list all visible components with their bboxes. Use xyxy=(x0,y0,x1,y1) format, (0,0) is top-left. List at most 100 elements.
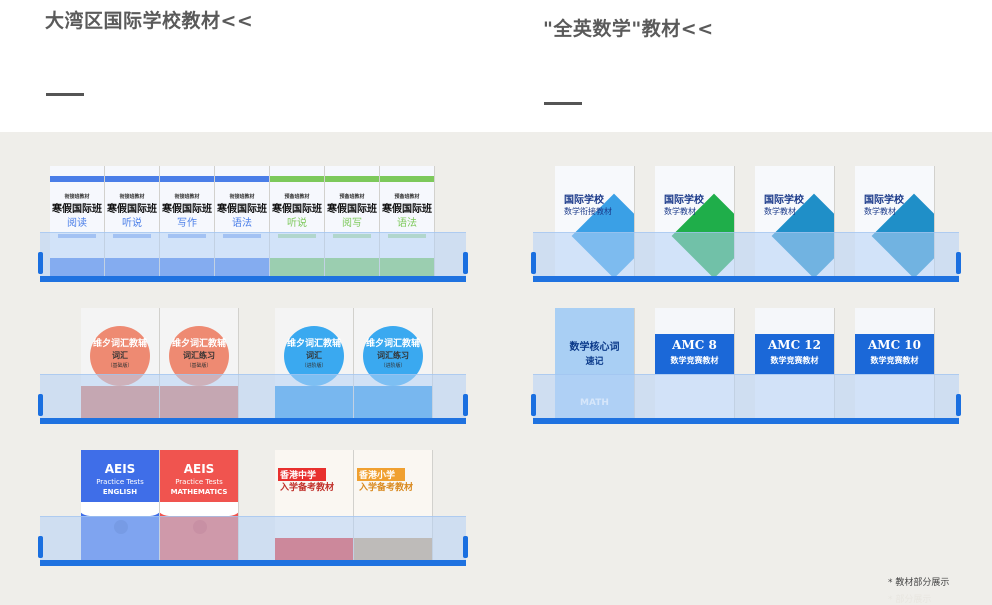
cover-title: 国际学校 xyxy=(864,195,904,206)
cover-title: AEIS xyxy=(183,462,215,476)
cover-edition: （基础版） xyxy=(186,363,212,369)
cover-subtitle: 语法 xyxy=(232,218,252,229)
cover-subtitle: 词汇 xyxy=(112,351,128,360)
cover-subtitle: 数学衔接教材 xyxy=(564,207,612,216)
cover-title: 寒假国际班 xyxy=(272,204,322,215)
cover-edition: （进阶版） xyxy=(380,363,406,369)
cover-subtitle: Practice Tests xyxy=(175,478,223,486)
cover-subtitle: 数学竞赛教材 xyxy=(670,356,719,365)
cover-small-text: 衔接班教材 xyxy=(174,194,200,200)
shelf-base xyxy=(533,418,959,424)
cover-stripe xyxy=(380,176,434,182)
cover-title: 香港中学 xyxy=(278,468,326,481)
cover-subtitle: Practice Tests xyxy=(96,478,144,486)
cover-title: 寒假国际班 xyxy=(52,204,102,215)
cover-title: 维夕词汇教辅 xyxy=(365,339,420,349)
cover-title: 寒假国际班 xyxy=(107,204,157,215)
shelf-clip xyxy=(956,394,961,416)
shelf-base xyxy=(533,276,959,282)
shelf-clip xyxy=(38,394,43,416)
cover-subject: MATHEMATICS xyxy=(170,488,228,496)
shelf-glass xyxy=(40,516,466,560)
cover-subtitle: 数学竞赛教材 xyxy=(770,356,819,365)
shelf-glass xyxy=(40,374,466,418)
cover-subtitle: 数学教材 xyxy=(864,207,896,216)
footnote: * 教材部分展示 xyxy=(888,578,950,588)
cover-stripe xyxy=(160,176,214,182)
right-title-underline xyxy=(544,102,582,105)
cover-subtitle: 语法 xyxy=(397,218,417,229)
shelf-clip xyxy=(531,394,536,416)
cover-subtitle: 入学备考教材 xyxy=(280,483,335,493)
cover-title: 寒假国际班 xyxy=(162,204,212,215)
cover-stripe xyxy=(270,176,324,182)
cover-blue-band xyxy=(755,334,834,374)
cover-title: AEIS xyxy=(104,462,136,476)
shelf-clip xyxy=(463,536,468,558)
cover-blue-band xyxy=(655,334,734,374)
shelf-clip xyxy=(38,252,43,274)
cover-title: 国际学校 xyxy=(764,195,804,206)
cover-title: 维夕词汇教辅 xyxy=(286,339,341,349)
cover-stripe xyxy=(325,176,379,182)
cover-title: 维夕词汇教辅 xyxy=(92,339,147,349)
footnote-faint: * 部分展示 xyxy=(888,595,932,605)
shelf-glass xyxy=(40,232,466,276)
shelf-base xyxy=(40,276,466,282)
cover-subtitle: 听说 xyxy=(287,218,307,229)
left-title-underline xyxy=(46,93,84,96)
shelf-glass xyxy=(533,232,959,276)
cover-title: AMC 8 xyxy=(672,338,717,352)
cover-subtitle: 数学竞赛教材 xyxy=(870,356,919,365)
cover-blue-band xyxy=(855,334,934,374)
cover-stripe xyxy=(105,176,159,182)
shelf-clip xyxy=(463,252,468,274)
left-section-title: 大湾区国际学校教材<< xyxy=(45,10,254,32)
cover-subtitle: 听说 xyxy=(122,218,142,229)
cover-small-text: 衔接班教材 xyxy=(64,194,90,200)
cover-small-text: 衔接班教材 xyxy=(229,194,255,200)
cover-cloud xyxy=(81,502,159,516)
cover-title: 香港小学 xyxy=(357,468,405,481)
cover-subtitle: 速记 xyxy=(585,357,604,367)
shelf-clip xyxy=(38,536,43,558)
cover-title: 维夕词汇教辅 xyxy=(171,339,226,349)
cover-subtitle: 词汇练习 xyxy=(377,351,409,360)
cover-cloud xyxy=(160,502,238,516)
shelf-clip xyxy=(463,394,468,416)
cover-subtitle: 词汇 xyxy=(306,351,322,360)
cover-subtitle: 入学备考教材 xyxy=(359,483,414,493)
shelf-glass xyxy=(533,374,959,418)
cover-title: 国际学校 xyxy=(664,195,704,206)
cover-subject: ENGLISH xyxy=(102,488,138,496)
shelf-clip xyxy=(531,252,536,274)
cover-title: AMC 10 xyxy=(867,338,922,352)
right-section-title: "全英数学"教材<< xyxy=(543,18,714,40)
cover-title: 寒假国际班 xyxy=(217,204,267,215)
cover-edition: （进阶版） xyxy=(301,363,327,369)
cover-title: AMC 12 xyxy=(767,338,822,352)
shelf-left-row1: 衔接班教材寒假国际班阅读衔接班教材寒假国际班听说衔接班教材寒假国际班写作衔接班教… xyxy=(38,164,468,282)
cover-title: 寒假国际班 xyxy=(382,204,432,215)
cover-subtitle: 词汇练习 xyxy=(183,351,215,360)
cover-edition: （基础版） xyxy=(107,363,133,369)
cover-small-text: 预备班教材 xyxy=(394,194,420,200)
shelf-clip xyxy=(956,252,961,274)
shelf-left-row2: 维夕词汇教辅词汇（基础版）维夕词汇教辅词汇练习（基础版） 维夕词汇教辅词汇（进阶… xyxy=(38,306,468,424)
shelf-base xyxy=(40,560,466,566)
cover-small-text: 衔接班教材 xyxy=(119,194,145,200)
cover-subtitle: 阅读 xyxy=(67,218,87,229)
shelf-base xyxy=(40,418,466,424)
shelf-right-row1: 国际学校数学衔接教材国际学校数学教材国际学校数学教材国际学校数学教材 xyxy=(531,164,961,282)
cover-title: 寒假国际班 xyxy=(327,204,377,215)
cover-subtitle: 数学教材 xyxy=(664,207,696,216)
cover-small-text: 预备班教材 xyxy=(284,194,310,200)
cover-subtitle: 阅写 xyxy=(342,218,362,229)
cover-stripe xyxy=(215,176,269,182)
cover-small-text: 预备班教材 xyxy=(339,194,365,200)
cover-subtitle: 数学教材 xyxy=(764,207,796,216)
cover-stripe xyxy=(50,176,104,182)
